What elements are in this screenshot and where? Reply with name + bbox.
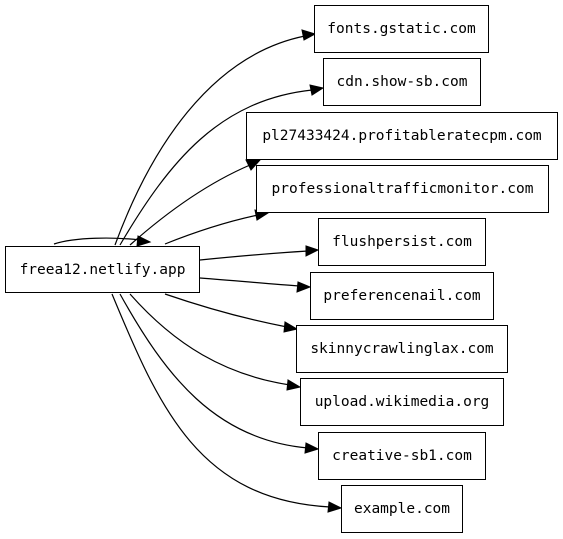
edge-to-creative-sb1-arrowhead <box>304 442 320 454</box>
node-fonts-gstatic-com: fonts.gstatic.com <box>314 5 489 53</box>
edge-to-example-com-arrowhead <box>327 501 343 513</box>
edge-to-flushpersist-arrowhead <box>305 245 320 257</box>
node-upload-wikimedia-org: upload.wikimedia.org <box>300 378 504 426</box>
edge-self-loop <box>53 237 141 245</box>
edge-to-profitableratecpm <box>129 164 251 246</box>
edge-to-example-com <box>111 293 331 508</box>
edge-to-creative-sb1 <box>119 293 309 449</box>
edge-to-skinnycrawlinglax <box>164 293 288 328</box>
edge-to-fonts-gstatic <box>114 35 306 246</box>
edge-to-upload-wikimedia-arrowhead <box>286 379 302 391</box>
edge-self-loop-arrowhead <box>136 235 152 247</box>
edge-to-preferencenail-arrowhead <box>296 281 312 293</box>
edge-to-flushpersist <box>199 250 309 261</box>
node-professionaltrafficmonitor-com: professionaltrafficmonitor.com <box>256 165 549 213</box>
edge-to-skinnycrawlinglax-arrowhead <box>283 321 299 333</box>
edge-to-professionaltrafficmonitor <box>164 214 259 245</box>
node-cdn-show-sb-com: cdn.show-sb.com <box>323 58 481 106</box>
node-freea12-netlify-app: freea12.netlify.app <box>5 246 200 293</box>
edge-to-profitableratecpm-arrowhead <box>245 159 262 171</box>
node-example-com: example.com <box>341 485 463 533</box>
node-flushpersist-com: flushpersist.com <box>318 218 486 266</box>
node-preferencenail-com: preferencenail.com <box>310 272 494 320</box>
node-pl27433424-profitableratecpm-com: pl27433424.profitableratecpm.com <box>246 112 558 160</box>
edge-to-preferencenail <box>199 277 301 287</box>
edge-to-cdn-show-sb <box>119 89 313 246</box>
node-creative-sb1-com: creative-sb1.com <box>318 432 486 480</box>
edge-to-fonts-gstatic-arrowhead <box>301 29 317 41</box>
node-skinnycrawlinglax-com: skinnycrawlinglax.com <box>296 325 508 373</box>
edge-to-upload-wikimedia <box>129 293 291 386</box>
edge-to-cdn-show-sb-arrowhead <box>309 84 325 96</box>
